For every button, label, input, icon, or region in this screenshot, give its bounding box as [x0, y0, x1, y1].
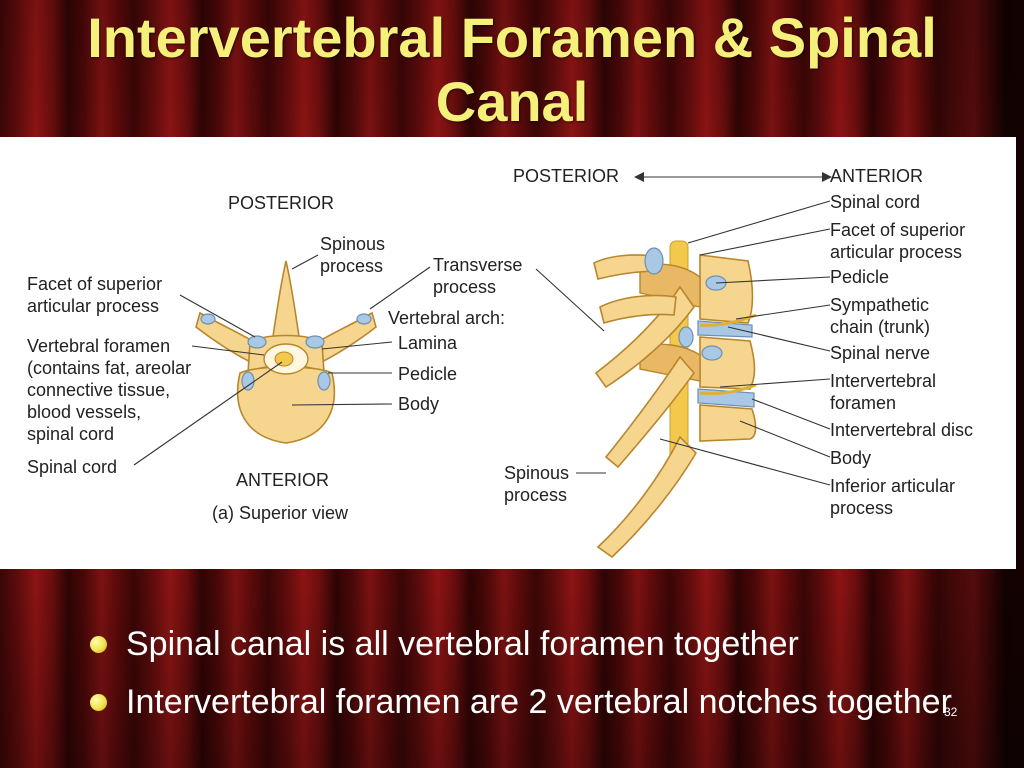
label-r-inferior-2: process — [830, 498, 893, 518]
leader-r-iv-disc — [751, 398, 831, 430]
bullet-item: Spinal canal is all vertebral foramen to… — [88, 622, 968, 666]
leader-r-pedicle — [715, 276, 831, 284]
leader-body — [291, 403, 393, 406]
label-foramen-2: (contains fat, areolar — [27, 358, 191, 378]
label-r-facet-1: Facet of superior — [830, 220, 965, 240]
label-r-iv-foramen-2: foramen — [830, 393, 896, 413]
bullet-text: Spinal canal is all vertebral foramen to… — [126, 625, 799, 663]
leader-spinous — [291, 254, 319, 270]
leader-r-spinal-nerve — [727, 326, 831, 352]
leader-transverse — [369, 266, 431, 310]
bullet-text: Intervertebral foramen are 2 vertebral n… — [126, 683, 952, 721]
bullet-dot-icon — [90, 636, 107, 653]
leader-r-sympathetic — [735, 304, 831, 320]
slide-title: Intervertebral Foramen & Spinal Canal — [87, 6, 937, 133]
superior-view: POSTERIOR Spinous process Transverse pro… — [27, 193, 522, 523]
label-axis-posterior: POSTERIOR — [513, 166, 619, 186]
label-r-sympathetic-1: Sympathetic — [830, 295, 929, 315]
label-facet-2: articular process — [27, 296, 159, 316]
label-r-spinal-nerve: Spinal nerve — [830, 343, 930, 363]
leader-r-body — [739, 420, 831, 458]
bullet-dot-icon — [90, 694, 107, 711]
label-vertebral-arch: Vertebral arch: — [388, 308, 505, 328]
label-anterior-bottom: ANTERIOR — [236, 470, 329, 490]
label-r-body: Body — [830, 448, 871, 468]
anatomy-figure: POSTERIOR Spinous process Transverse pro… — [0, 137, 1016, 569]
leader-spinal-cord — [133, 361, 283, 466]
label-r-inferior-1: Inferior articular — [830, 476, 955, 496]
bullet-list: Spinal canal is all vertebral foramen to… — [88, 622, 968, 738]
axis-arrow-right — [822, 172, 832, 182]
label-transverse-1: Transverse — [433, 255, 522, 275]
axis-arrow-left — [634, 172, 644, 182]
leader-lamina — [321, 341, 393, 350]
label-r-spinal-cord: Spinal cord — [830, 192, 920, 212]
label-spinous-1: Spinous — [320, 234, 385, 254]
label-foramen-4: blood vessels, — [27, 402, 141, 422]
leader-r-transverse — [535, 268, 605, 332]
leader-r-inferior — [659, 438, 831, 486]
leader-r-spinal-cord — [687, 200, 831, 244]
label-body: Body — [398, 394, 439, 414]
vertebra-superior-illustration — [195, 260, 377, 444]
label-axis-anterior: ANTERIOR — [830, 166, 923, 186]
leader-r-facet — [699, 228, 831, 256]
label-r-iv-disc: Intervertebral disc — [830, 420, 973, 440]
label-transverse-2: process — [433, 277, 496, 297]
label-facet-1: Facet of superior — [27, 274, 162, 294]
label-r-facet-2: articular process — [830, 242, 962, 262]
leader-foramen — [191, 345, 265, 356]
label-spinal-cord-left: Spinal cord — [27, 457, 117, 477]
leader-r-iv-foramen — [719, 378, 831, 388]
label-pedicle: Pedicle — [398, 364, 457, 384]
label-spinous-2: process — [320, 256, 383, 276]
label-lamina: Lamina — [398, 333, 458, 353]
label-r-spinous-1: Spinous — [504, 463, 569, 483]
label-r-sympathetic-2: chain (trunk) — [830, 317, 930, 337]
label-foramen-5: spinal cord — [27, 424, 114, 444]
label-r-pedicle: Pedicle — [830, 267, 889, 287]
label-superior-view-caption: (a) Superior view — [212, 503, 349, 523]
slide-number: 32 — [944, 705, 958, 719]
label-foramen-3: connective tissue, — [27, 380, 170, 400]
vertebral-column-illustration — [593, 240, 757, 559]
lateral-view: POSTERIOR ANTERIOR — [504, 166, 973, 559]
label-r-spinous-2: process — [504, 485, 567, 505]
leader-facet — [179, 294, 256, 338]
anatomy-diagram: POSTERIOR Spinous process Transverse pro… — [27, 166, 973, 559]
bullet-item: Intervertebral foramen are 2 vertebral n… — [88, 680, 968, 724]
label-r-iv-foramen-1: Intervertebral — [830, 371, 936, 391]
label-posterior-top: POSTERIOR — [228, 193, 334, 213]
label-foramen-1: Vertebral foramen — [27, 336, 170, 356]
